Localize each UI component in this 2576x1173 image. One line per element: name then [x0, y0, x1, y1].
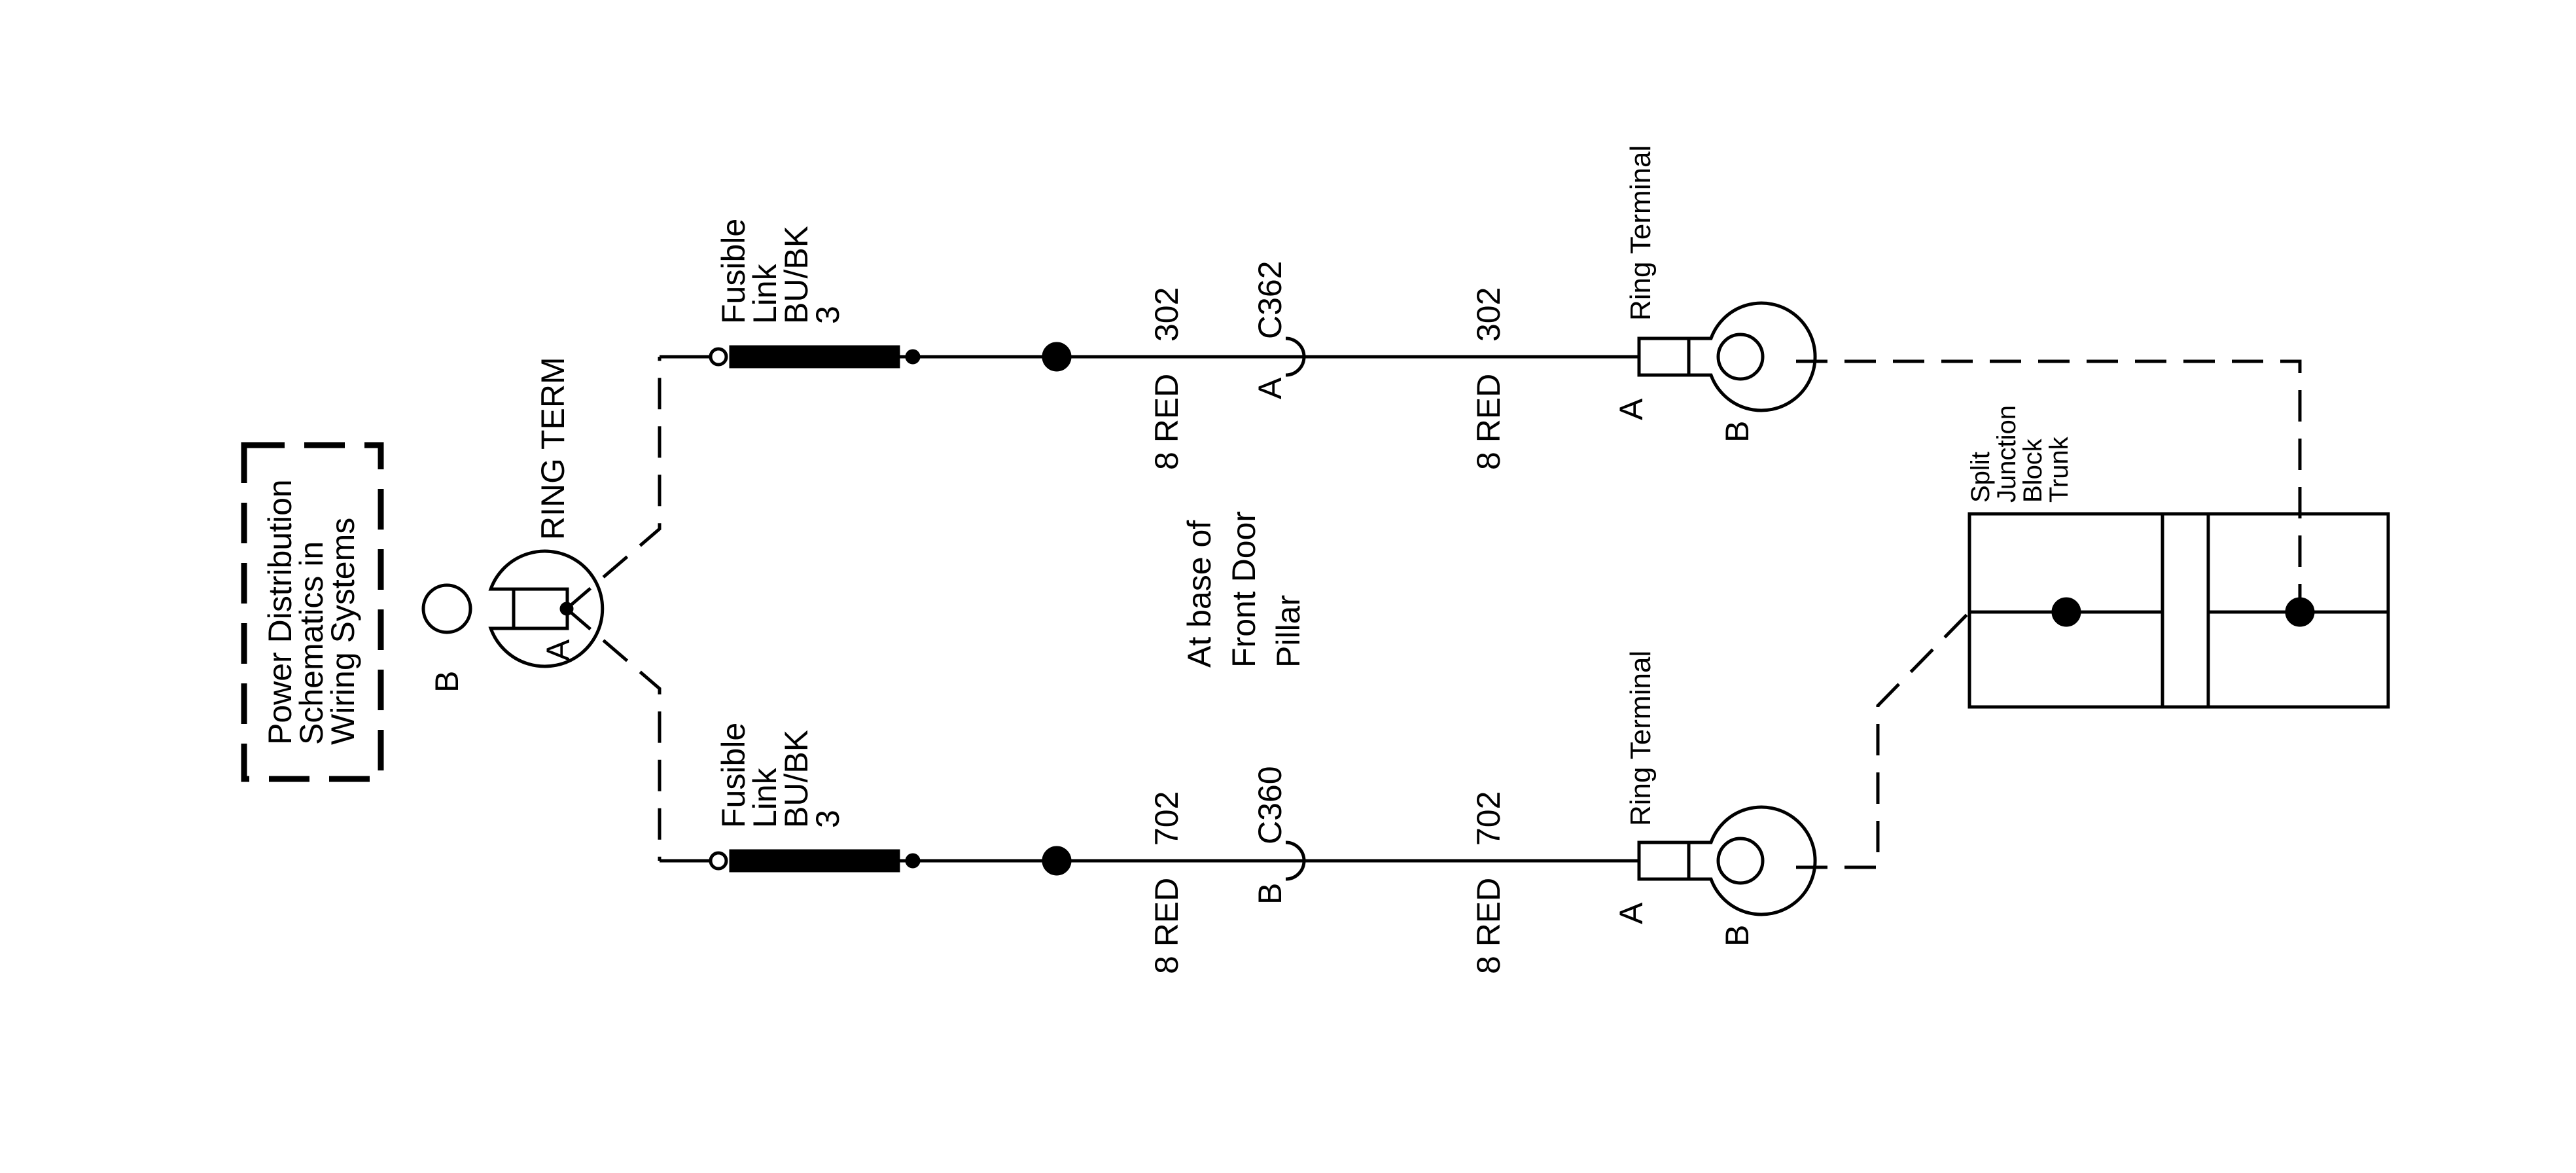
- lower-gauge-right: 8 RED: [1470, 878, 1507, 974]
- junction-block-line-2: Junction: [1992, 405, 2021, 503]
- upper-ring-terminal-pin-b: B: [1719, 421, 1756, 442]
- lower-fusible-line-1: Fusible: [715, 723, 752, 828]
- ring-term: RING TERM A B: [421, 357, 605, 693]
- lower-splice-dot: [1042, 846, 1072, 876]
- upper-fusible-line-2: Link: [747, 263, 783, 324]
- lower-fusible-line-3: BU/BK: [778, 730, 815, 828]
- upper-fusible-line-3: BU/BK: [778, 226, 815, 324]
- upper-circuit-right: 302: [1470, 287, 1507, 342]
- c362-label: C362: [1252, 261, 1288, 339]
- upper-fusible-terminal: [709, 347, 728, 367]
- upper-ring-terminal: Ring Terminal A B: [1613, 145, 1817, 442]
- lower-fusible-link-icon: [729, 849, 900, 873]
- power-distribution-reference: Power Distribution Schematics in Wiring …: [241, 442, 384, 782]
- c360-pin: B: [1252, 883, 1288, 905]
- upper-fusible-link-icon: [729, 345, 900, 369]
- junction-block-line-4: Trunk: [2045, 436, 2073, 503]
- junction-block-line-1: Split: [1966, 452, 1995, 503]
- upper-fusible-line-1: Fusible: [715, 219, 752, 324]
- lower-ring-terminal: Ring Terminal A B: [1613, 651, 1817, 947]
- lower-circuit: Fusible Link BU/BK 3 702 8 RED C360 B 70…: [660, 723, 1639, 974]
- lower-ring-terminal-title: Ring Terminal: [1625, 651, 1657, 826]
- ring-term-branches: [565, 357, 662, 861]
- ring-term-pin-b: B: [429, 671, 465, 693]
- ring-term-title: RING TERM: [535, 357, 571, 540]
- junction-right-stud-dot: [2285, 597, 2315, 627]
- upper-gauge-left: 8 RED: [1148, 374, 1185, 470]
- power-box-line-2: Schematics in: [293, 541, 330, 745]
- location-note: At base of Front Door Pillar: [1181, 511, 1307, 668]
- location-note-line-3: Pillar: [1270, 595, 1307, 668]
- split-junction-block: Split Junction Block Trunk: [1966, 405, 2390, 709]
- junction-left-stud-dot: [2051, 597, 2081, 627]
- lower-fusible-line-2: Link: [747, 767, 783, 828]
- location-note-line-1: At base of: [1181, 520, 1218, 668]
- upper-ring-terminal-barrel: [1637, 336, 1691, 377]
- upper-branch-dashed: [565, 357, 662, 610]
- upper-ring-terminal-eye-icon: [1687, 301, 1817, 412]
- lower-ring-terminal-eye-icon: [1687, 805, 1817, 916]
- c362-pin: A: [1252, 377, 1288, 399]
- c360-label: C360: [1252, 766, 1288, 844]
- junction-block-line-3: Block: [2019, 438, 2047, 503]
- lower-circuit-right: 702: [1470, 791, 1507, 846]
- ring-term-pin-a: A: [540, 639, 576, 661]
- upper-ring-terminal-pin-a: A: [1613, 398, 1650, 420]
- junction-dashed-paths: [1796, 359, 2302, 869]
- upper-circuit: Fusible Link BU/BK 3 302 8 RED C362 A 30…: [660, 219, 1639, 470]
- upper-gauge-right: 8 RED: [1470, 374, 1507, 470]
- upper-splice-dot: [1042, 342, 1072, 372]
- ring-term-hole: [421, 583, 472, 634]
- upper-ring-to-junction-dashed: [1796, 359, 2302, 612]
- lower-ring-terminal-pin-a: A: [1613, 902, 1650, 924]
- lower-fusible-terminal: [709, 851, 728, 871]
- upper-circuit-left: 302: [1148, 287, 1185, 342]
- location-note-line-2: Front Door: [1226, 511, 1262, 668]
- lower-fusible-line-4: 3: [809, 810, 846, 828]
- lower-ring-terminal-barrel: [1637, 840, 1691, 881]
- ring-term-barrel: [512, 587, 569, 630]
- lower-circuit-left: 702: [1148, 791, 1185, 846]
- lower-ring-to-junction-dashed: [1796, 611, 1971, 869]
- upper-fusible-line-4: 3: [809, 306, 846, 324]
- lower-ring-terminal-pin-b: B: [1719, 925, 1756, 947]
- power-box-line-1: Power Distribution: [262, 479, 298, 745]
- lower-branch-dashed: [565, 607, 662, 861]
- power-box-line-3: Wiring Systems: [325, 518, 361, 745]
- upper-ring-terminal-title: Ring Terminal: [1625, 145, 1657, 321]
- lower-gauge-left: 8 RED: [1148, 878, 1185, 974]
